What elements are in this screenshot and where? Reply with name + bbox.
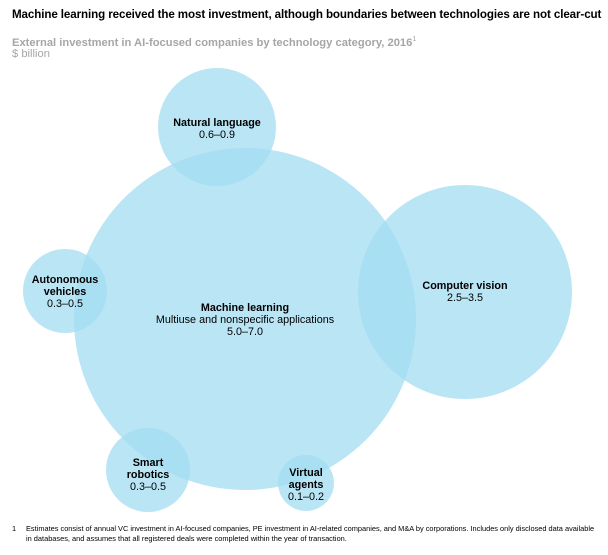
footnote-number: 1: [12, 524, 17, 533]
bubble-label-natural-language: Natural language: [173, 117, 261, 129]
subtitle-text: External investment in AI-focused compan…: [12, 37, 413, 49]
bubble-label-autonomous-vehicles: vehicles: [44, 286, 87, 298]
bubble-value-computer-vision: 2.5–3.5: [447, 292, 483, 304]
bubble-machine-learning: [74, 148, 416, 490]
bubble-value-machine-learning: 5.0–7.0: [227, 326, 263, 338]
footnote-text: Estimates consist of annual VC investmen…: [26, 524, 595, 543]
bubble-label-autonomous-vehicles: Autonomous: [32, 274, 99, 286]
bubble-label-virtual-agents: agents: [289, 479, 324, 491]
chart-unit: $ billion: [12, 48, 50, 60]
bubble-label-virtual-agents: Virtual: [289, 467, 322, 479]
bubble-layer: [23, 68, 572, 512]
bubble-virtual-agents: [278, 455, 334, 511]
bubble-label-computer-vision: Computer vision: [422, 280, 507, 292]
bubble-autonomous-vehicles: [23, 249, 107, 333]
bubble-smart-robotics: [106, 428, 190, 512]
bubble-sublabel-machine-learning: Multiuse and nonspecific applications: [156, 314, 335, 326]
bubble-value-natural-language: 0.6–0.9: [199, 129, 235, 141]
bubble-value-autonomous-vehicles: 0.3–0.5: [47, 298, 83, 310]
bubble-computer-vision: [358, 185, 572, 399]
bubble-label-smart-robotics: robotics: [127, 469, 170, 481]
bubble-natural-language: [158, 68, 276, 186]
footnote-marker: 1: [412, 36, 417, 43]
bubble-label-smart-robotics: Smart: [133, 457, 164, 469]
chart-subtitle: External investment in AI-focused compan…: [12, 36, 416, 49]
bubble-value-smart-robotics: 0.3–0.5: [130, 481, 166, 493]
bubble-label-machine-learning: Machine learning: [201, 302, 289, 314]
chart-title: Machine learning received the most inves…: [12, 8, 602, 21]
bubble-value-virtual-agents: 0.1–0.2: [288, 491, 324, 503]
